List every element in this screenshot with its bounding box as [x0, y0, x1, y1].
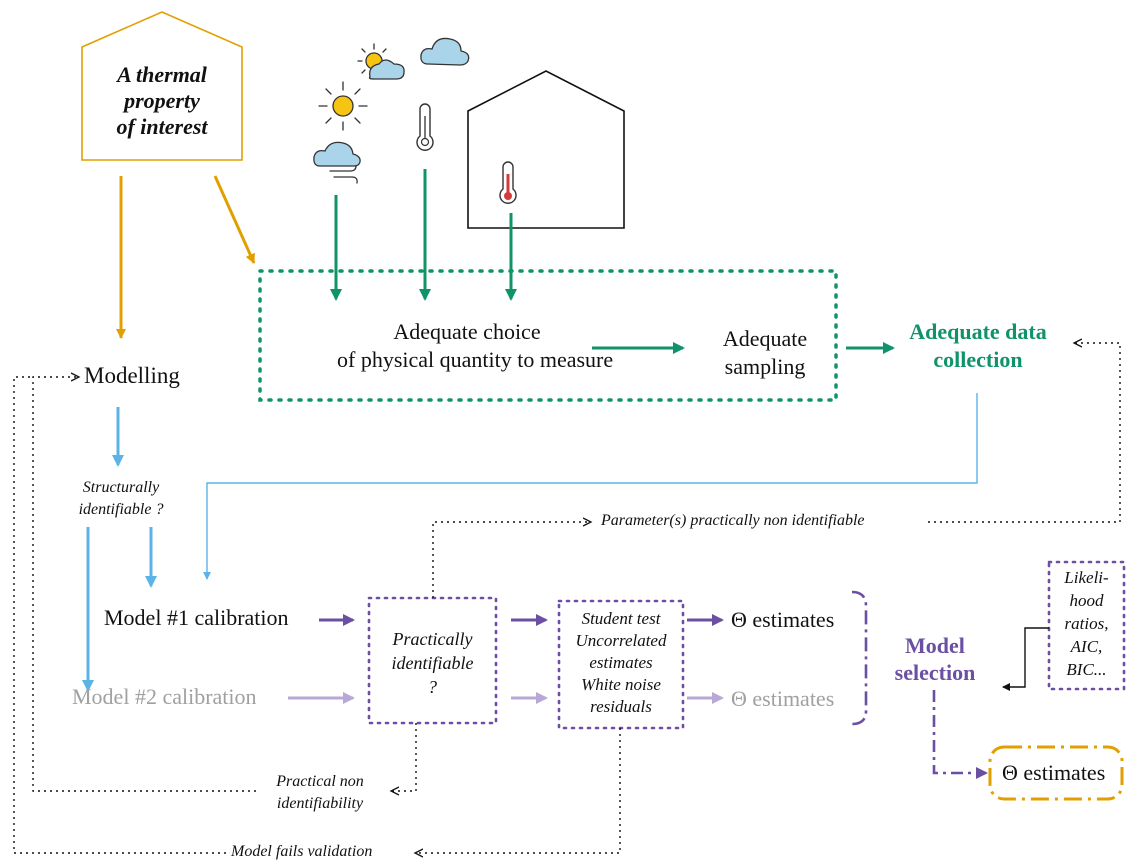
sampling-line-1: Adequate: [722, 326, 808, 351]
tests-line-1: Student test: [581, 609, 661, 628]
adequate-sampling-label: Adequate sampling: [690, 325, 840, 381]
adequate-data-collection-label: Adequate data collection: [888, 318, 1068, 374]
modelling-label: Modelling: [84, 363, 180, 388]
criteria-line-5: BIC...: [1066, 660, 1107, 679]
model-fails-validation-label: Model fails validation: [231, 843, 373, 860]
validation-tests-box: [557, 599, 685, 730]
indoor-thermometer-icon: [499, 161, 517, 204]
choice-line-2: of physical quantity to measure: [337, 347, 614, 372]
data-collection-box: [258, 269, 838, 402]
tests-line-3: estimates: [589, 653, 653, 672]
theta-estimates-2: Θ estimates: [731, 686, 835, 711]
property-line-1: A thermal: [117, 62, 207, 87]
property-label: A thermal property of interest: [82, 62, 242, 140]
arrow-data-to-calibration: [203, 393, 978, 580]
criteria-line-4: AIC,: [1070, 637, 1103, 656]
final-theta-estimates: Θ estimates: [1002, 760, 1106, 785]
cloud-icon: [420, 37, 470, 66]
adequate-choice-label: Adequate choice of physical quantity to …: [337, 318, 614, 374]
structural-question: Structurally identifiable ?: [46, 477, 196, 521]
practical-non-identifiability-label: Practical non identifiability: [250, 771, 390, 815]
house-icon: [467, 70, 625, 229]
feedback-fails-validation: [416, 728, 621, 853]
practically-identifiable-label: Practically identifiable ?: [369, 627, 496, 699]
final-estimates-box: [988, 745, 1124, 801]
practically-line-2: identifiable: [391, 653, 474, 673]
feedback-to-data-collection: [928, 343, 1121, 523]
structural-line-2: identifiable ?: [78, 501, 164, 518]
sampling-line-2: sampling: [724, 354, 806, 379]
tests-line-5: residuals: [590, 697, 652, 716]
thermometer-icon: [416, 103, 434, 151]
criteria-line-2: hood: [1069, 591, 1104, 610]
criteria-label: Likeli- hood ratios, AIC, BIC...: [1049, 566, 1124, 681]
sun-icon: [318, 81, 368, 131]
param-non-identifiable-label: Parameter(s) practically non identifiabl…: [601, 512, 865, 529]
criteria-box: [1047, 560, 1126, 691]
selection-line-2: selection: [894, 660, 976, 685]
arrow-criteria-to-selection: [1002, 627, 1049, 691]
arrow-to-data-collection: [213, 175, 256, 264]
validation-tests-label: Student test Uncorrelated estimates Whit…: [552, 608, 690, 718]
feedback-to-modelling-outer: [13, 376, 226, 854]
arrow-selection-to-final: [932, 690, 988, 779]
practically-line-1: Practically: [392, 629, 473, 649]
feedback-param-non-id: [432, 522, 590, 598]
practical-non-line-2: identifiability: [276, 795, 364, 812]
tests-line-4: White noise: [581, 675, 661, 694]
theta-estimates-1: Θ estimates: [731, 607, 835, 632]
result-line-2: collection: [933, 347, 1023, 372]
tests-line-2: Uncorrelated: [575, 631, 667, 650]
model2-calibration: Model #2 calibration: [72, 684, 257, 709]
result-line-1: Adequate data: [909, 319, 1047, 344]
selection-line-1: Model: [905, 633, 965, 658]
criteria-line-3: ratios,: [1064, 614, 1109, 633]
practically-line-3: ?: [428, 677, 437, 697]
choice-line-1: Adequate choice: [393, 319, 541, 344]
model-selection-label: Model selection: [880, 632, 990, 686]
property-line-3: of interest: [116, 114, 208, 139]
selection-bracket: [851, 590, 868, 726]
wind-cloud-icon: [313, 141, 361, 184]
feedback-to-modelling-inner: [32, 377, 256, 792]
feedback-practical-non-id: [392, 723, 417, 791]
criteria-line-1: Likeli-: [1064, 568, 1109, 587]
property-line-2: property: [124, 88, 200, 113]
structural-line-1: Structurally: [82, 479, 160, 496]
property-box: [81, 11, 243, 161]
practical-non-line-1: Practical non: [276, 773, 364, 790]
sun-cloud-icon: [357, 43, 405, 80]
model1-calibration: Model #1 calibration: [104, 605, 289, 630]
